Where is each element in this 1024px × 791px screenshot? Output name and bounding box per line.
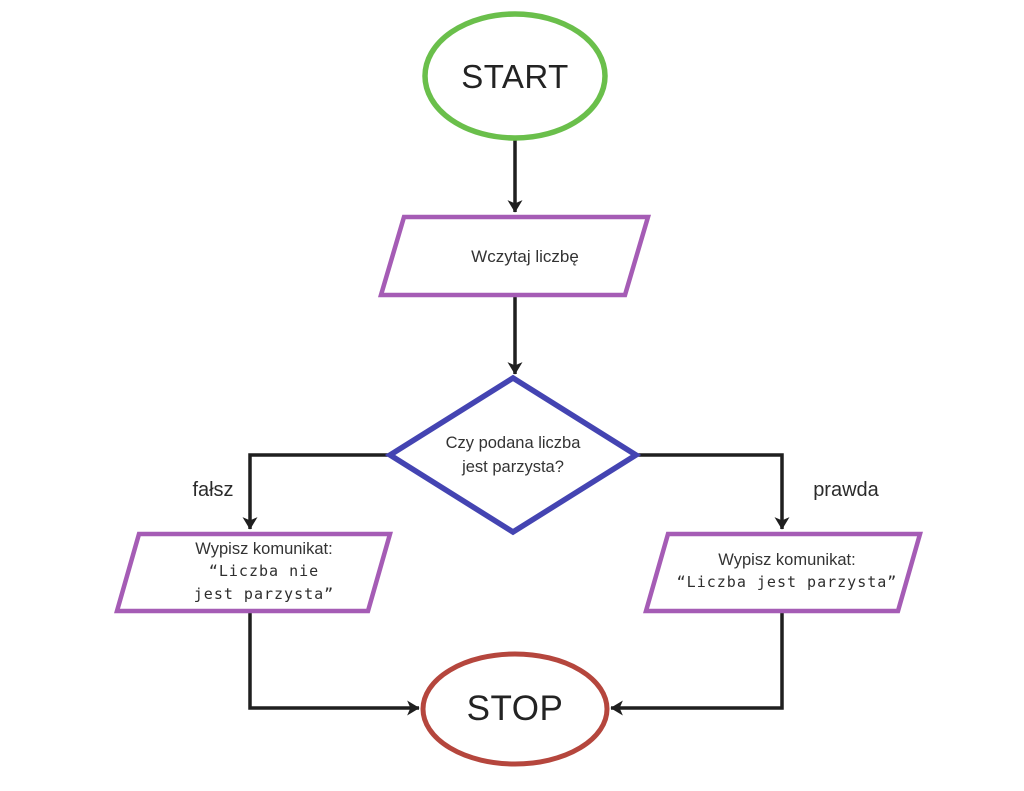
edge-true-to-stop: [610, 611, 784, 716]
start-node: [422, 11, 608, 141]
input-node: [377, 214, 652, 298]
output-false-node: [114, 531, 393, 614]
output-true-node: [643, 531, 923, 614]
edge-decision-false: [242, 453, 392, 530]
stop-node: [420, 651, 610, 767]
edge-false-to-stop: [248, 611, 420, 716]
decision-node: [384, 374, 642, 536]
edge-decision-true: [634, 453, 790, 530]
